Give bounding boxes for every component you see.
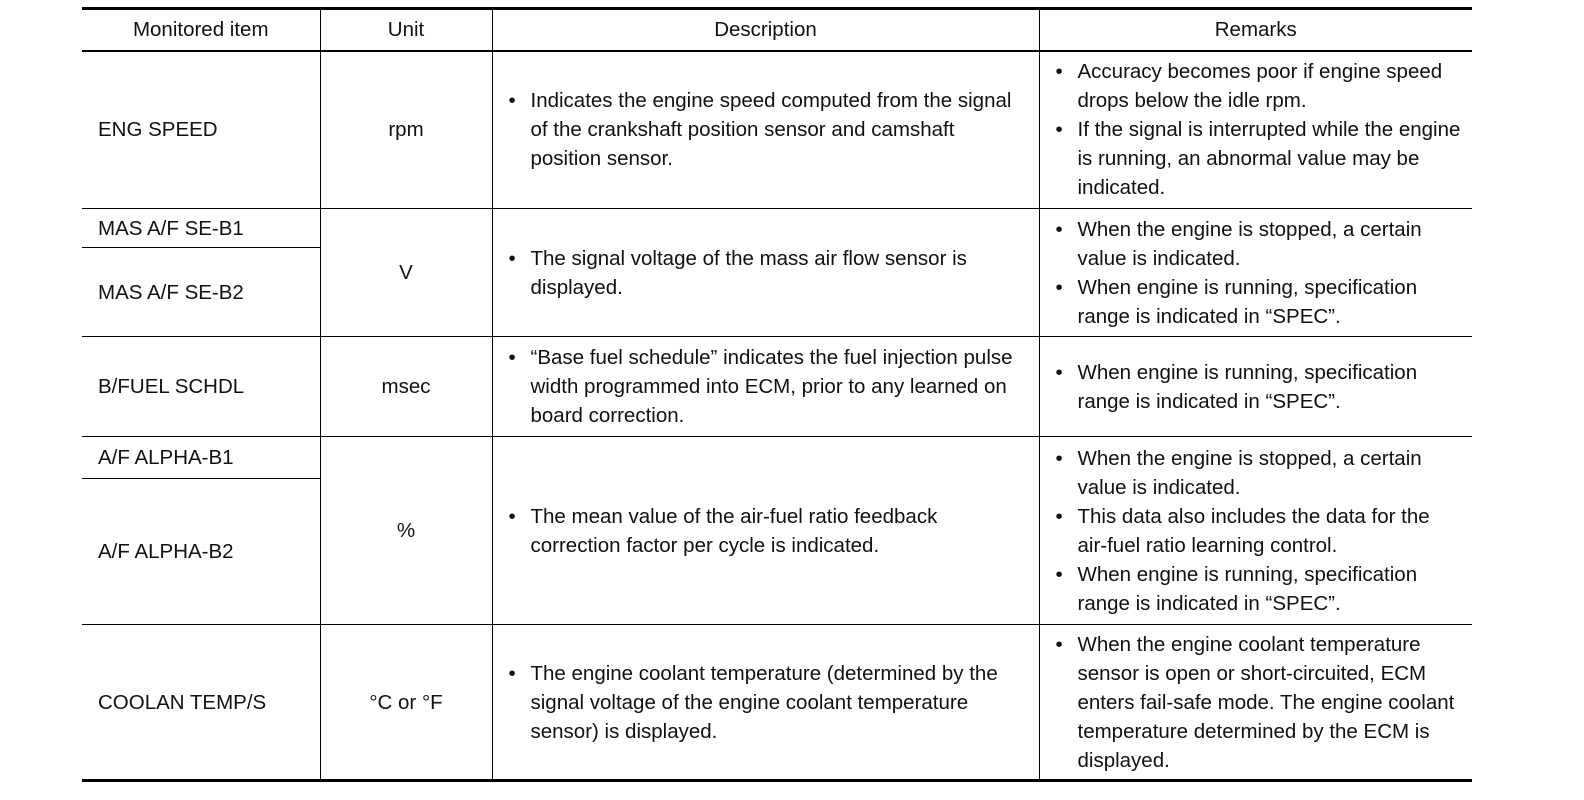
description-bullet: The signal voltage of the mass air flow …: [507, 244, 1029, 302]
remark-bullet: When the engine is stopped, a certain va…: [1054, 444, 1463, 502]
table-header-row: Monitored item Unit Description Remarks: [82, 7, 1472, 52]
description-bullet: “Base fuel schedule” indicates the fuel …: [507, 343, 1029, 430]
monitored-item-cell: MAS A/F SE-B2: [82, 247, 321, 337]
header-unit: Unit: [319, 7, 493, 52]
remark-bullet: When the engine coolant temperature sens…: [1054, 630, 1463, 775]
description-bullet: The engine coolant temperature (determin…: [507, 659, 1029, 746]
remarks-cell: Accuracy becomes poor if engine speed dr…: [1038, 50, 1472, 209]
description-cell: The engine coolant temperature (determin…: [491, 624, 1040, 782]
description-cell: The mean value of the air-fuel ratio fee…: [491, 436, 1040, 625]
monitored-item-cell: B/FUEL SCHDL: [82, 336, 321, 437]
unit-cell: rpm: [319, 50, 493, 209]
table-row: ENG SPEED rpm Indicates the engine speed…: [82, 50, 1472, 209]
table-row: COOLAN TEMP/S °C or °F The engine coolan…: [82, 624, 1472, 782]
unit-cell: %: [319, 436, 493, 625]
remarks-cell: When the engine is stopped, a certain va…: [1038, 208, 1472, 337]
monitored-item-cell: ENG SPEED: [82, 50, 321, 209]
unit-cell: V: [319, 208, 493, 337]
description-bullet: The mean value of the air-fuel ratio fee…: [507, 502, 1029, 560]
remark-bullet: Accuracy becomes poor if engine speed dr…: [1054, 57, 1463, 115]
remarks-cell: When the engine is stopped, a certain va…: [1038, 436, 1472, 625]
header-monitored-item: Monitored item: [82, 7, 321, 52]
remark-bullet: When engine is running, specification ra…: [1054, 273, 1463, 331]
remark-bullet: If the signal is interrupted while the e…: [1054, 115, 1463, 202]
remark-bullet: When the engine is stopped, a certain va…: [1054, 215, 1463, 273]
description-cell: The signal voltage of the mass air flow …: [491, 208, 1040, 337]
table-row: B/FUEL SCHDL msec “Base fuel schedule” i…: [82, 336, 1472, 437]
unit-cell: msec: [319, 336, 493, 437]
table-row: A/F ALPHA-B2: [82, 478, 1472, 625]
monitored-item-cell: A/F ALPHA-B1: [82, 436, 321, 479]
remark-bullet: This data also includes the data for the…: [1054, 502, 1463, 560]
remark-bullet: When engine is running, specification ra…: [1054, 358, 1463, 416]
table-row: MAS A/F SE-B1 V The signal voltage of th…: [82, 208, 1472, 337]
table-row: A/F ALPHA-B1 % The mean value of the air…: [82, 436, 1472, 625]
monitored-item-cell: MAS A/F SE-B1: [82, 208, 321, 248]
monitor-items-table: Monitored item Unit Description Remarks …: [82, 7, 1472, 782]
unit-cell: °C or °F: [319, 624, 493, 782]
monitored-item-cell: A/F ALPHA-B2: [82, 478, 321, 625]
remarks-cell: When engine is running, specification ra…: [1038, 336, 1472, 437]
description-bullet: Indicates the engine speed computed from…: [507, 86, 1029, 173]
description-cell: “Base fuel schedule” indicates the fuel …: [491, 336, 1040, 437]
remark-bullet: When engine is running, specification ra…: [1054, 560, 1463, 618]
remarks-cell: When the engine coolant temperature sens…: [1038, 624, 1472, 782]
header-description: Description: [491, 7, 1040, 52]
header-remarks: Remarks: [1038, 7, 1472, 52]
table-row: MAS A/F SE-B2: [82, 247, 1472, 337]
description-cell: Indicates the engine speed computed from…: [491, 50, 1040, 209]
monitored-item-cell: COOLAN TEMP/S: [82, 624, 321, 782]
